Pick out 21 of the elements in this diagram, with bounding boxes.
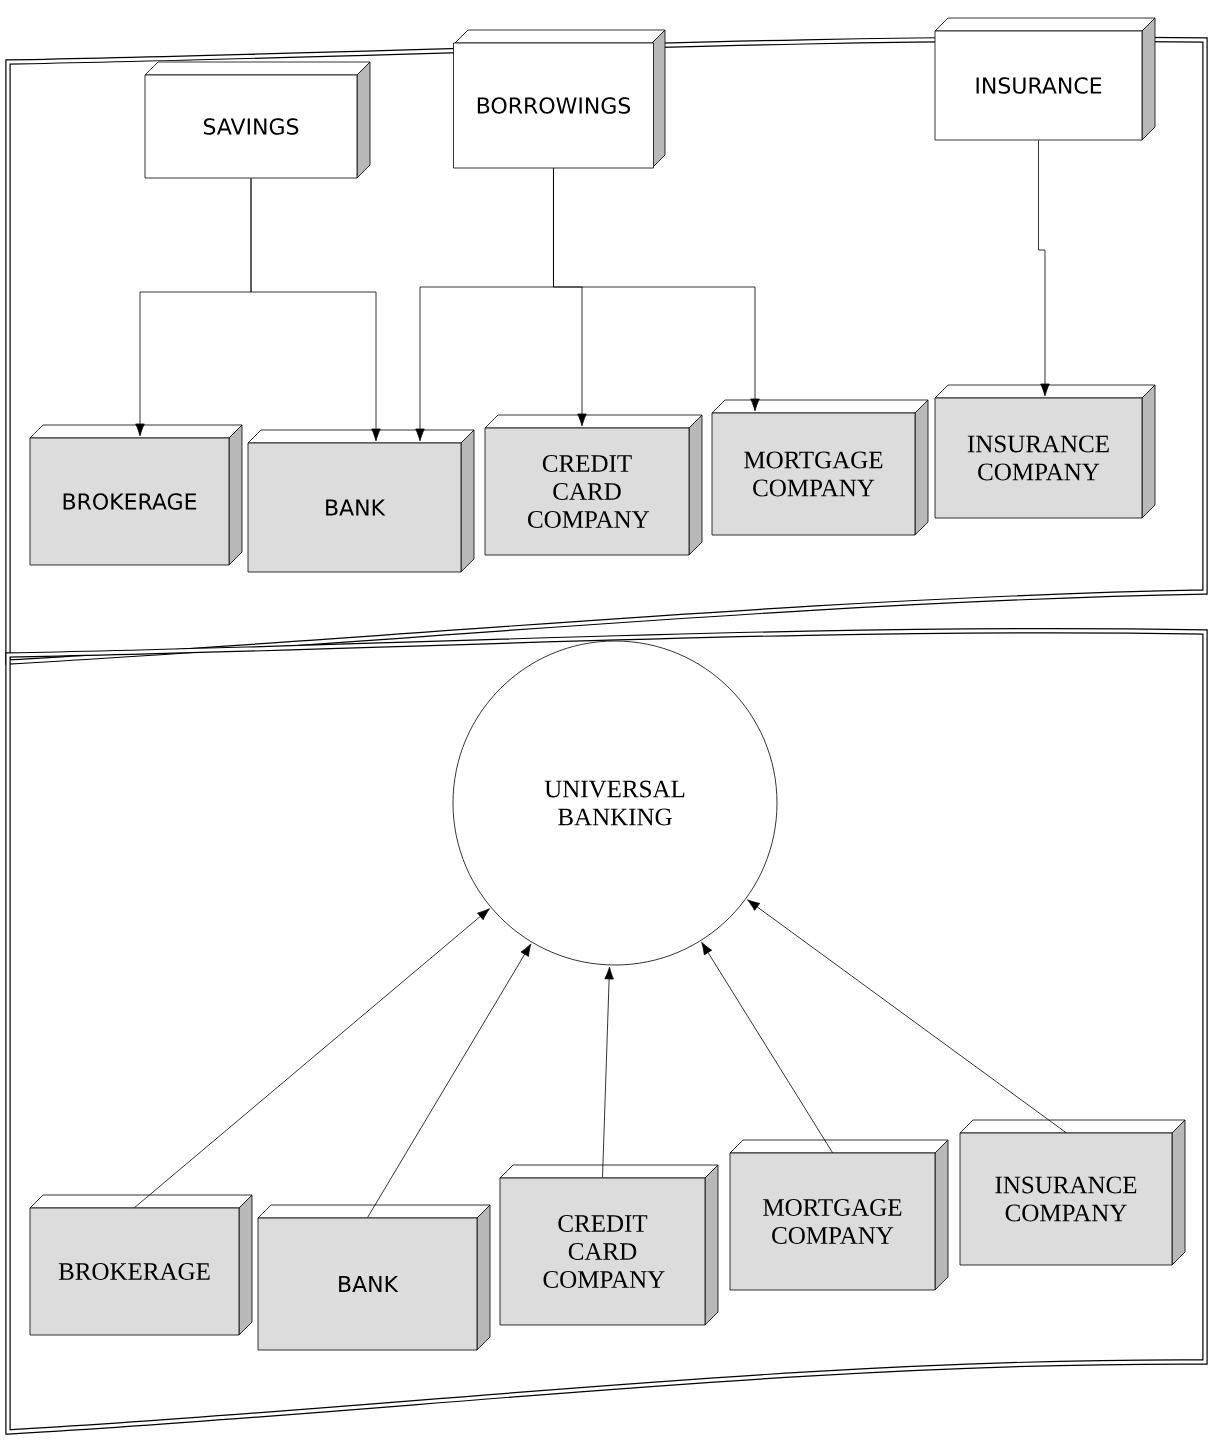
- arrow: [701, 941, 833, 1153]
- box: BANK: [257, 1204, 491, 1351]
- arrow: [250, 178, 381, 442]
- box: INSURANCE COMPANY: [934, 384, 1156, 519]
- arrow: [602, 966, 614, 1178]
- arrow: [1038, 140, 1050, 397]
- box: BANK: [247, 429, 475, 573]
- box: CREDIT CARD COMPANY: [484, 414, 703, 556]
- box: INSURANCE: [934, 17, 1156, 141]
- box: INSURANCE COMPANY: [959, 1119, 1186, 1266]
- arrow: [553, 168, 760, 412]
- box: BROKERAGE: [29, 424, 243, 566]
- box: BROKERAGE: [29, 1194, 253, 1336]
- arrow: [134, 908, 490, 1208]
- box: BORROWINGS: [453, 29, 666, 169]
- box: SAVINGS: [144, 61, 371, 179]
- box: MORTGAGE COMPANY: [711, 399, 929, 536]
- box: MORTGAGE COMPANY: [729, 1139, 949, 1291]
- arrow: [367, 943, 532, 1218]
- arrow: [747, 899, 1067, 1133]
- box: CREDIT CARD COMPANY: [499, 1164, 719, 1326]
